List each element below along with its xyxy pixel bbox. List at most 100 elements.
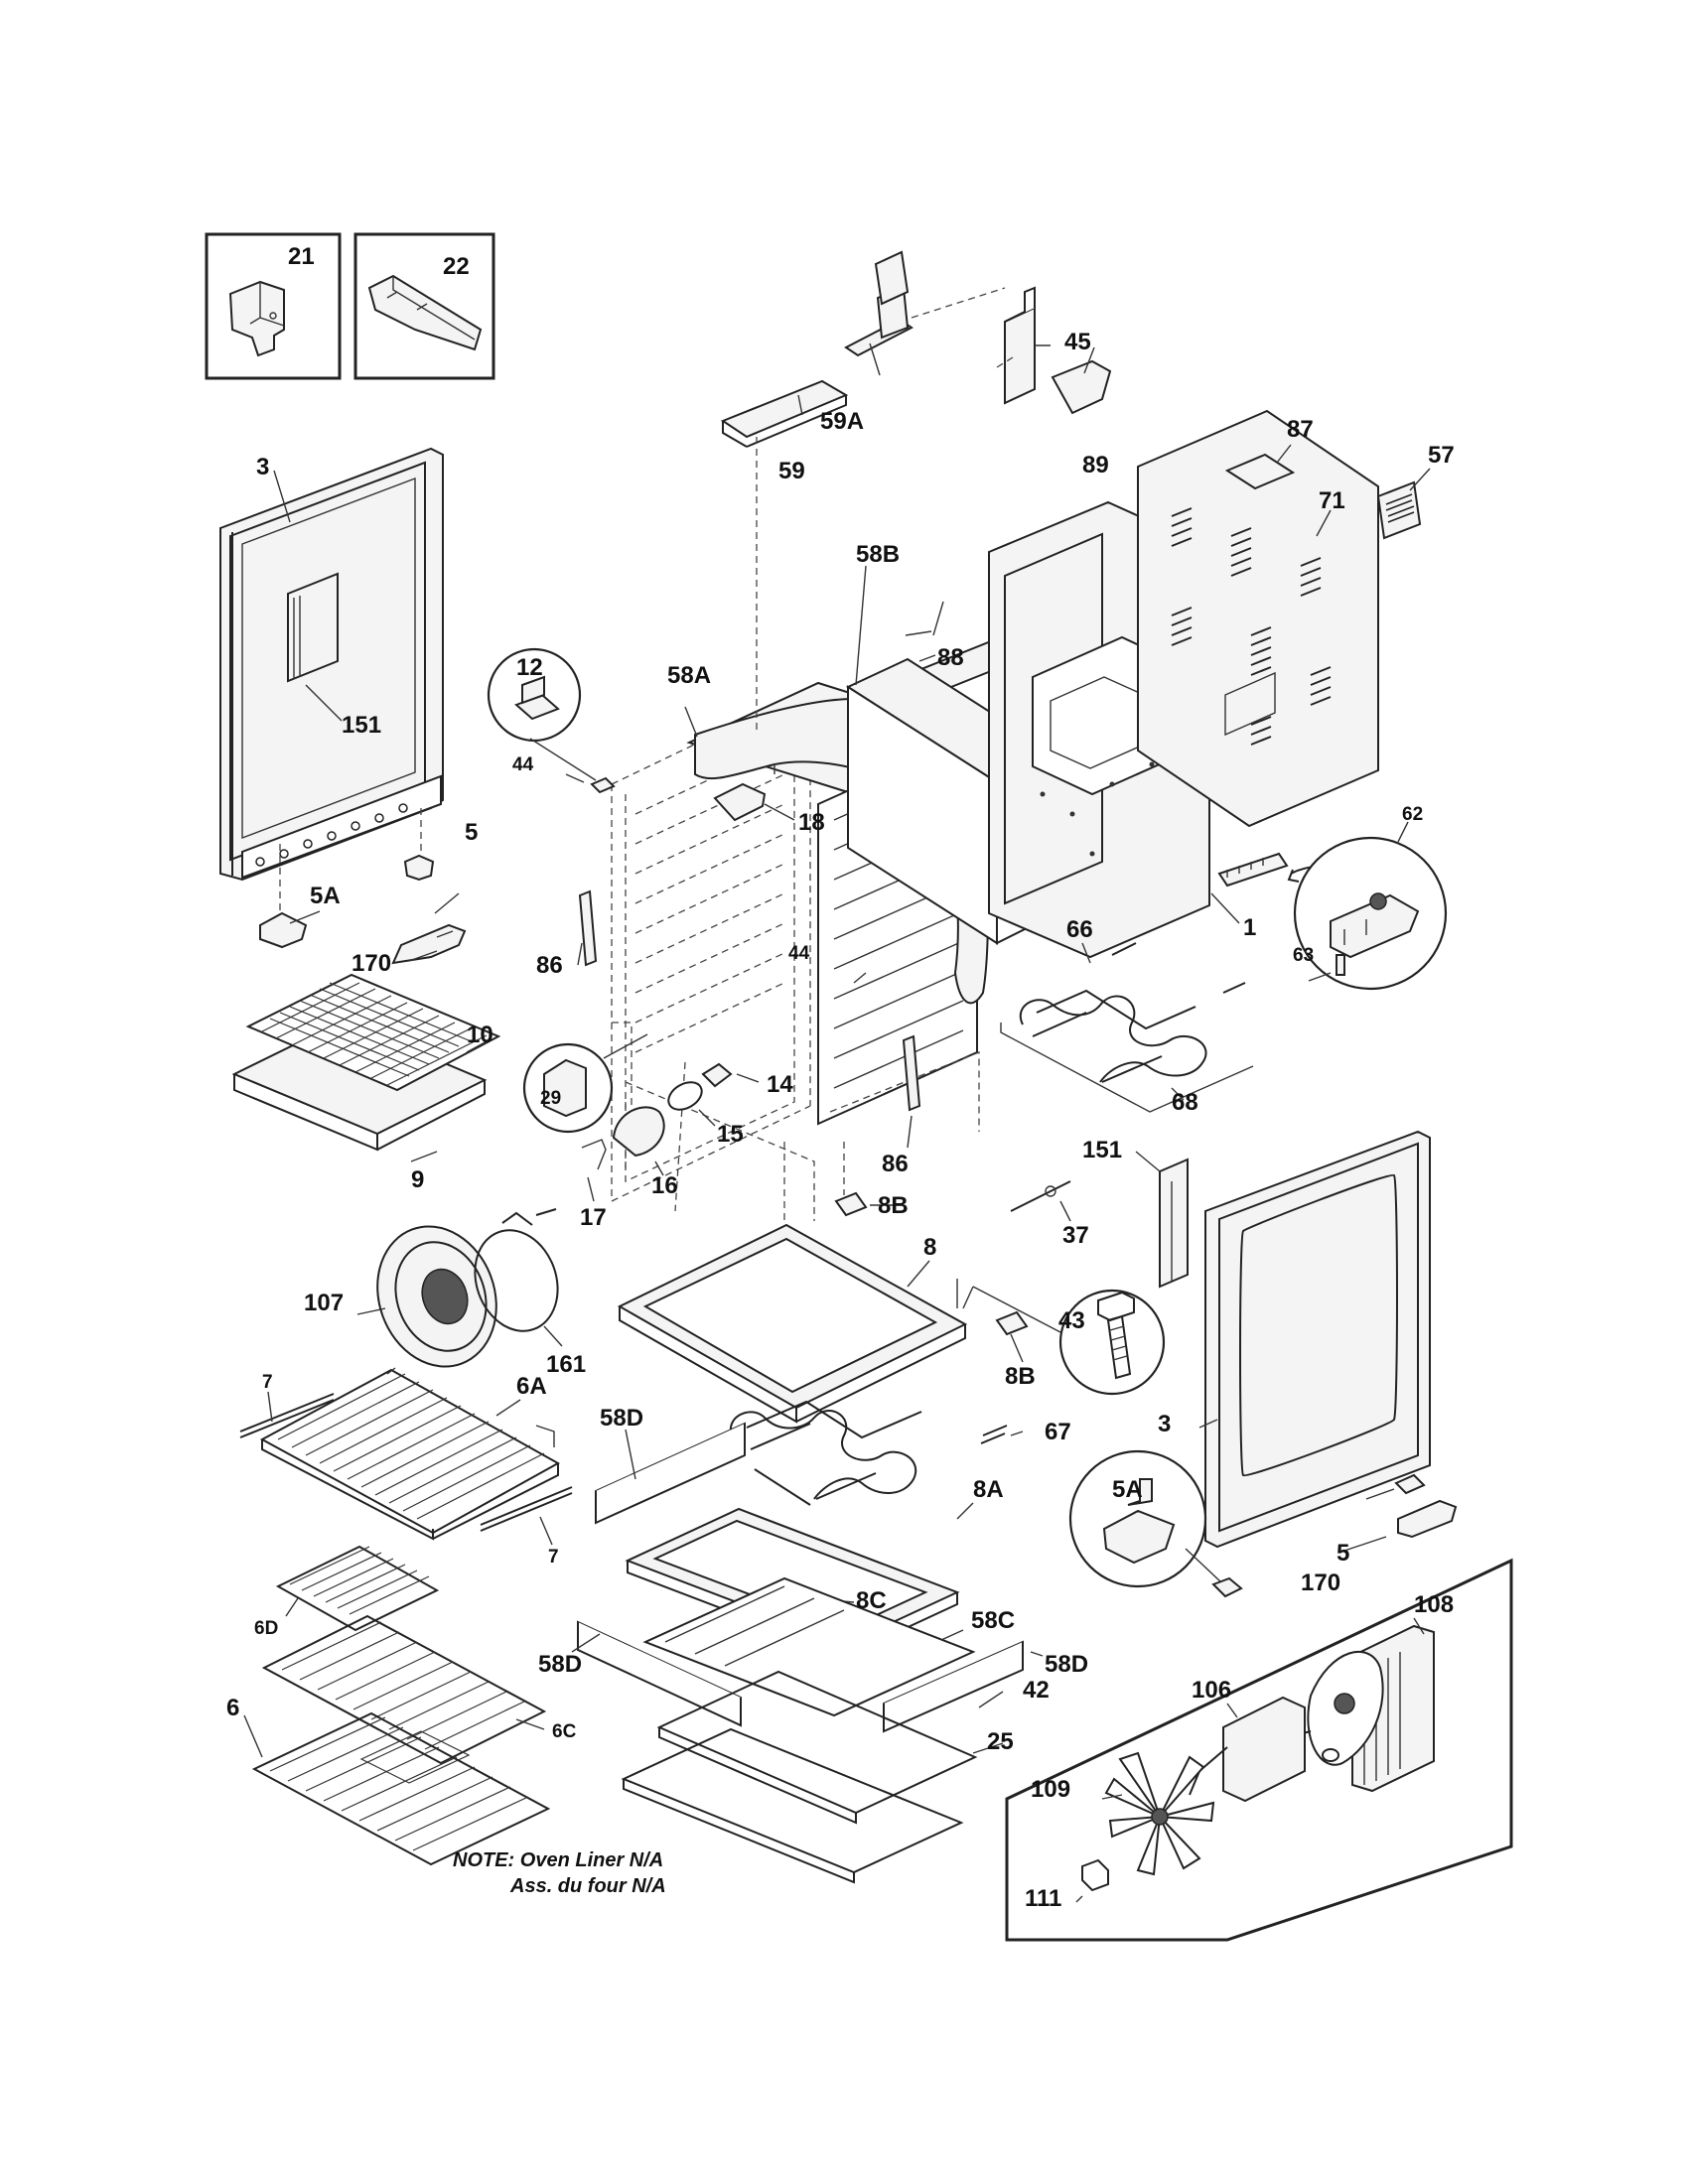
label-8Bb: 8B bbox=[1005, 1363, 1036, 1390]
label-8A: 8A bbox=[973, 1476, 1004, 1503]
label-18: 18 bbox=[798, 809, 825, 836]
leader-3a bbox=[273, 470, 291, 523]
label-5a: 5 bbox=[465, 819, 478, 846]
label-108: 108 bbox=[1414, 1591, 1454, 1618]
leader-151a bbox=[305, 684, 343, 722]
label-42: 42 bbox=[1023, 1677, 1050, 1704]
label-58Da: 58D bbox=[600, 1405, 643, 1432]
duct-parts bbox=[720, 250, 1051, 735]
part-25 bbox=[621, 1727, 1004, 1884]
part-42 bbox=[656, 1670, 1004, 1825]
insulation-58C bbox=[642, 1576, 976, 1717]
label-37: 37 bbox=[1062, 1222, 1089, 1249]
label-6A: 6A bbox=[516, 1373, 547, 1400]
label-109: 109 bbox=[1031, 1776, 1070, 1803]
label-1: 1 bbox=[1243, 914, 1256, 941]
label-86b: 86 bbox=[882, 1151, 909, 1177]
part-29-inset bbox=[522, 1033, 648, 1134]
broil-element bbox=[1000, 942, 1254, 1113]
label-15: 15 bbox=[717, 1121, 744, 1148]
label-44a: 44 bbox=[512, 754, 534, 775]
hinge-parts-right bbox=[1068, 1449, 1458, 1598]
label-6: 6 bbox=[226, 1695, 239, 1721]
label-5Ab: 5A bbox=[1112, 1476, 1143, 1503]
note-line-1: NOTE: Oven Liner N/A bbox=[453, 1849, 663, 1871]
label-58A: 58A bbox=[667, 662, 711, 689]
label-59: 59 bbox=[778, 458, 805, 484]
label-170a: 170 bbox=[352, 950, 391, 977]
label-9: 9 bbox=[411, 1166, 424, 1193]
light-assembly bbox=[581, 1062, 760, 1202]
fan-blade bbox=[1104, 1751, 1215, 1876]
label-58Dc: 58D bbox=[1045, 1651, 1088, 1678]
fan-motor-inset bbox=[1005, 1558, 1513, 1942]
rear-cover-71 bbox=[1137, 409, 1379, 828]
label-71: 71 bbox=[1319, 487, 1345, 514]
label-151b: 151 bbox=[1082, 1137, 1122, 1163]
terminal-block bbox=[1217, 821, 1448, 991]
label-8: 8 bbox=[923, 1234, 936, 1261]
label-67: 67 bbox=[1045, 1419, 1071, 1445]
oven-bottom-8 bbox=[617, 1223, 968, 1424]
label-59A: 59A bbox=[820, 408, 864, 435]
label-16: 16 bbox=[651, 1172, 678, 1199]
label-43: 43 bbox=[1058, 1307, 1085, 1334]
label-89: 89 bbox=[1082, 452, 1109, 478]
insulation-58D-lower bbox=[571, 1620, 1044, 1733]
bake-element bbox=[730, 1400, 1024, 1506]
hinge-parts-left bbox=[259, 808, 467, 965]
label-21: 21 bbox=[288, 243, 315, 270]
label-170b: 170 bbox=[1301, 1570, 1340, 1596]
rack-6 bbox=[243, 1711, 551, 1866]
part-21-inset bbox=[205, 232, 342, 380]
note-line-2: Ass. du four N/A bbox=[509, 1875, 666, 1897]
label-5b: 5 bbox=[1336, 1540, 1349, 1567]
label-88: 88 bbox=[937, 644, 964, 671]
label-86a: 86 bbox=[536, 952, 563, 979]
label-68: 68 bbox=[1172, 1089, 1198, 1116]
label-66: 66 bbox=[1066, 916, 1093, 943]
label-22: 22 bbox=[443, 253, 470, 280]
label-6D: 6D bbox=[254, 1618, 278, 1639]
insulation-58D-left bbox=[595, 1422, 746, 1525]
label-10: 10 bbox=[467, 1022, 493, 1048]
label-57: 57 bbox=[1428, 442, 1455, 469]
label-58Ca: 58C bbox=[971, 1607, 1015, 1634]
rack-6A bbox=[259, 1367, 561, 1541]
rack-6D bbox=[275, 1545, 440, 1632]
label-7a: 7 bbox=[262, 1372, 273, 1393]
oven-door-left bbox=[219, 447, 444, 882]
light-socket-inset bbox=[487, 647, 616, 794]
label-25: 25 bbox=[987, 1728, 1014, 1755]
label-107: 107 bbox=[304, 1290, 344, 1316]
label-58B: 58B bbox=[856, 541, 900, 568]
fan-gasket bbox=[474, 1208, 563, 1347]
convection-fan-cover bbox=[356, 1225, 497, 1368]
label-44b: 44 bbox=[788, 943, 810, 964]
label-63: 63 bbox=[1293, 945, 1314, 966]
label-14: 14 bbox=[767, 1071, 793, 1098]
label-6C: 6C bbox=[552, 1721, 577, 1742]
label-8C: 8C bbox=[856, 1587, 887, 1614]
part-57 bbox=[1376, 468, 1431, 540]
label-29: 29 bbox=[540, 1088, 561, 1109]
label-3a: 3 bbox=[256, 454, 269, 480]
wire-37 bbox=[1010, 1180, 1071, 1222]
label-5Aa: 5A bbox=[310, 883, 341, 909]
part-87 bbox=[1224, 453, 1296, 490]
label-12: 12 bbox=[516, 654, 543, 681]
screw-43-inset bbox=[962, 1286, 1166, 1396]
label-7b: 7 bbox=[548, 1547, 559, 1568]
bracket-151-right bbox=[1135, 1151, 1189, 1289]
label-58Db: 58D bbox=[538, 1651, 582, 1678]
oven-door-right bbox=[1198, 1130, 1431, 1549]
label-3b: 3 bbox=[1158, 1411, 1171, 1437]
side-brackets-86 bbox=[577, 889, 921, 1149]
label-111: 111 bbox=[1025, 1885, 1061, 1912]
label-161: 161 bbox=[546, 1351, 586, 1378]
bracket-8B bbox=[834, 1142, 1029, 1363]
label-151a: 151 bbox=[342, 712, 381, 739]
broiler-pan bbox=[231, 973, 501, 1162]
label-106: 106 bbox=[1192, 1677, 1231, 1704]
